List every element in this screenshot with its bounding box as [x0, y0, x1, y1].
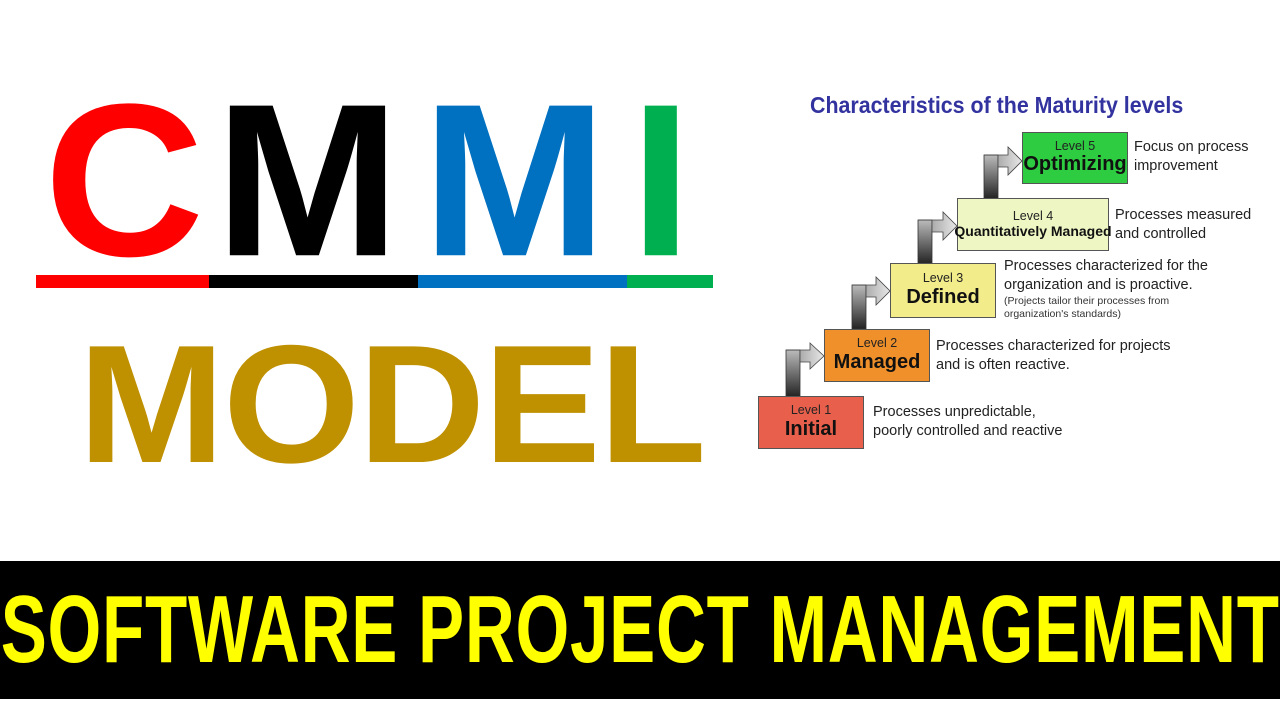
description-line: Processes characterized for the	[1004, 258, 1208, 274]
description-note: (Projects tailor their processes from	[1004, 295, 1170, 307]
level-4-number: Level 4	[1012, 208, 1054, 223]
description-line: Focus on process	[1134, 139, 1249, 155]
logo-letter-i: I	[630, 59, 692, 303]
level-4-box: Level 4 Quantitatively Managed	[954, 198, 1112, 251]
description-line: improvement	[1134, 158, 1218, 174]
level-4-name: Quantitatively Managed	[954, 223, 1112, 240]
level-1-box: Level 1 Initial	[758, 396, 864, 449]
level-5-box: Level 5 Optimizing	[1022, 132, 1128, 184]
logo-letter-m1: M	[215, 59, 400, 303]
level-2-description: Processes characterized for projects and…	[936, 337, 1171, 375]
level-4-description: Processes measured and controlled	[1115, 206, 1251, 244]
level-1-number: Level 1	[790, 403, 832, 418]
logo-letter-m2: M	[422, 59, 607, 303]
level-5-number: Level 5	[1054, 138, 1096, 153]
bottom-banner: SOFTWARE PROJECT MANAGEMENT	[0, 561, 1280, 699]
banner-title: SOFTWARE PROJECT MANAGEMENT	[0, 576, 1280, 683]
description-line: and is often reactive.	[936, 357, 1070, 373]
description-line: and controlled	[1115, 226, 1207, 242]
underline-green	[627, 275, 713, 288]
description-line: Processes measured	[1115, 207, 1252, 223]
underline-red	[36, 275, 209, 288]
underline-blue	[418, 275, 627, 288]
level-2-number: Level 2	[856, 336, 898, 351]
level-3-number: Level 3	[922, 271, 964, 286]
diagram-title: Characteristics of the Maturity levels	[810, 92, 1184, 118]
level-3-description: Processes characterized for the organiza…	[1004, 257, 1208, 321]
description-line: Processes unpredictable,	[873, 404, 1036, 420]
arrow-icon	[785, 342, 825, 398]
arrow-icon	[917, 211, 958, 265]
level-5-name: Optimizing	[1023, 153, 1127, 176]
level-1-description: Processes unpredictable, poorly controll…	[873, 403, 1062, 441]
arrow-icon	[983, 146, 1023, 200]
description-line: poorly controlled and reactive	[873, 423, 1063, 439]
description-line: organization and is proactive.	[1004, 277, 1193, 293]
arrow-icon	[851, 276, 891, 330]
level-2-name: Managed	[833, 350, 921, 373]
level-5-description: Focus on process improvement	[1134, 138, 1248, 176]
underline-black	[209, 275, 419, 288]
description-note: organization's standards)	[1004, 308, 1121, 320]
level-2-box: Level 2 Managed	[824, 329, 930, 382]
model-title: MODEL	[78, 310, 707, 498]
level-3-box: Level 3 Defined	[890, 263, 996, 318]
level-1-name: Initial	[784, 417, 838, 440]
description-line: Processes characterized for projects	[936, 338, 1171, 354]
level-3-name: Defined	[906, 285, 980, 308]
logo-letter-c: C	[44, 59, 205, 303]
